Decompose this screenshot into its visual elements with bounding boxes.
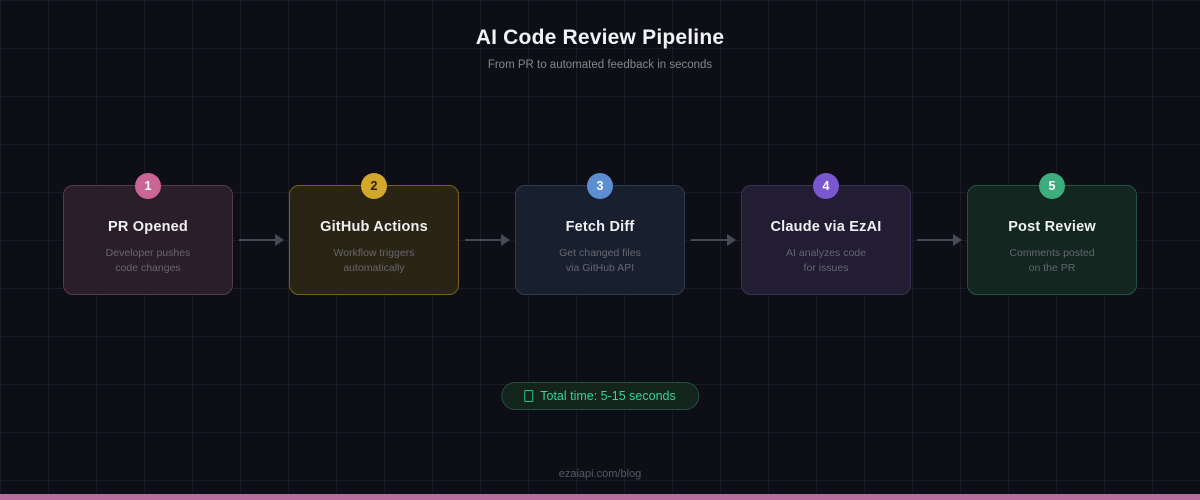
arrow-line xyxy=(464,239,501,241)
step-description: AI analyzes code for issues xyxy=(786,247,866,274)
flow-arrow xyxy=(459,185,515,295)
arrow-line xyxy=(916,239,953,241)
step-description: Workflow triggers automatically xyxy=(333,247,415,274)
total-time-label: Total time: 5-15 seconds xyxy=(540,389,676,403)
pipeline-step-claude-via-ezai: 4 Claude via EzAI AI analyzes code for i… xyxy=(741,173,911,295)
accent-bottom-bar xyxy=(0,494,1200,500)
step-number-badge: 5 xyxy=(1039,173,1065,199)
step-description: Get changed files via GitHub API xyxy=(559,247,641,274)
pipeline-step-github-actions: 2 GitHub Actions Workflow triggers autom… xyxy=(289,173,459,295)
header: AI Code Review Pipeline From PR to autom… xyxy=(0,26,1200,71)
step-title: Post Review xyxy=(1008,219,1096,235)
flow-arrow xyxy=(911,185,967,295)
arrow-line xyxy=(690,239,727,241)
step-title: Claude via EzAI xyxy=(770,219,882,235)
pipeline-flow: 1 PR Opened Developer pushes code change… xyxy=(0,173,1200,295)
step-number-badge: 2 xyxy=(361,173,387,199)
pipeline-step-post-review: 5 Post Review Comments posted on the PR xyxy=(967,173,1137,295)
step-title: Fetch Diff xyxy=(565,219,635,235)
arrow-head-icon xyxy=(726,234,736,246)
step-title: PR Opened xyxy=(108,219,188,235)
flow-arrow xyxy=(233,185,289,295)
arrow-line xyxy=(238,239,275,241)
arrow-head-icon xyxy=(274,234,284,246)
arrow-head-icon xyxy=(952,234,962,246)
lightning-emoji-icon xyxy=(524,390,534,402)
footer-url: ezaiapi.com/blog xyxy=(558,468,642,480)
pipeline-step-fetch-diff: 3 Fetch Diff Get changed files via GitHu… xyxy=(515,173,685,295)
page-title: AI Code Review Pipeline xyxy=(475,26,725,49)
arrow-head-icon xyxy=(500,234,510,246)
flow-arrow xyxy=(685,185,741,295)
step-number-badge: 4 xyxy=(813,173,839,199)
step-title: GitHub Actions xyxy=(320,219,428,235)
page-subtitle: From PR to automated feedback in seconds xyxy=(487,59,713,71)
pipeline-step-pr-opened: 1 PR Opened Developer pushes code change… xyxy=(63,173,233,295)
total-time-badge: Total time: 5-15 seconds xyxy=(501,382,699,410)
step-description: Comments posted on the PR xyxy=(1009,247,1095,274)
step-number-badge: 3 xyxy=(587,173,613,199)
step-description: Developer pushes code changes xyxy=(105,247,191,274)
step-number-badge: 1 xyxy=(135,173,161,199)
